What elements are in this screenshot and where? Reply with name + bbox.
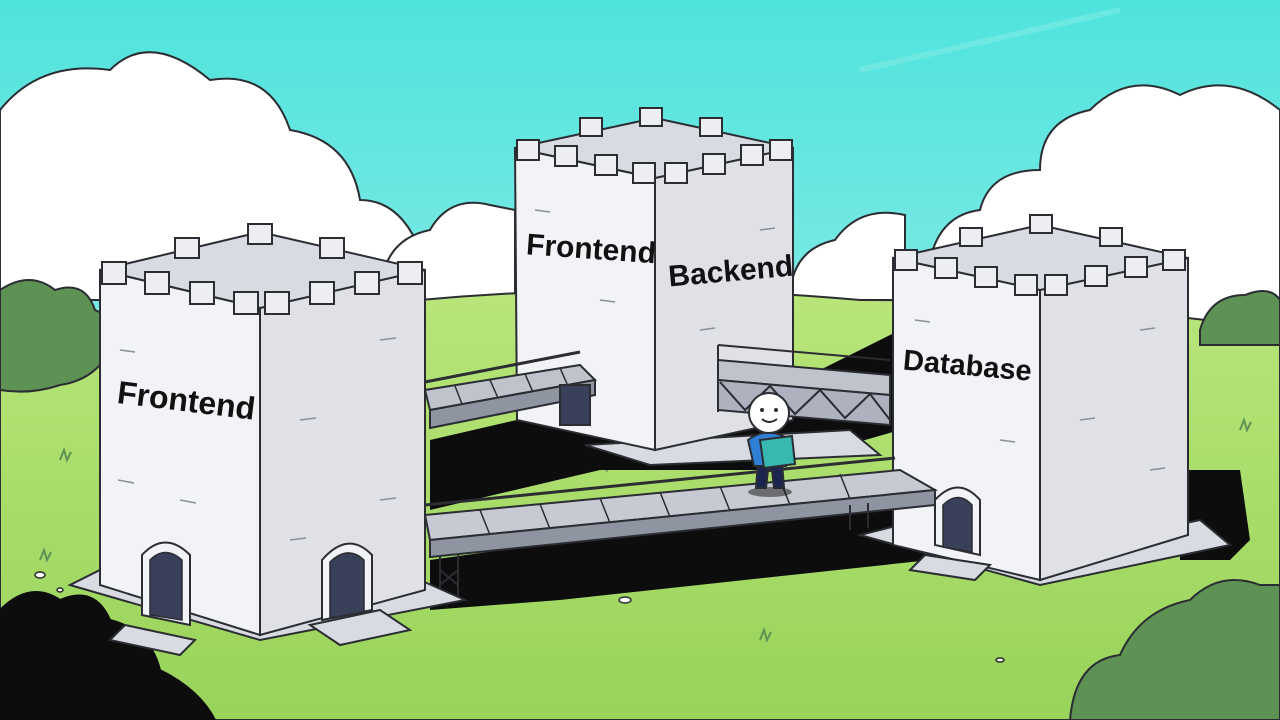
tower-left: Frontend (70, 224, 465, 655)
tower-right-side (1040, 258, 1188, 580)
tower-right: Database (860, 215, 1230, 585)
